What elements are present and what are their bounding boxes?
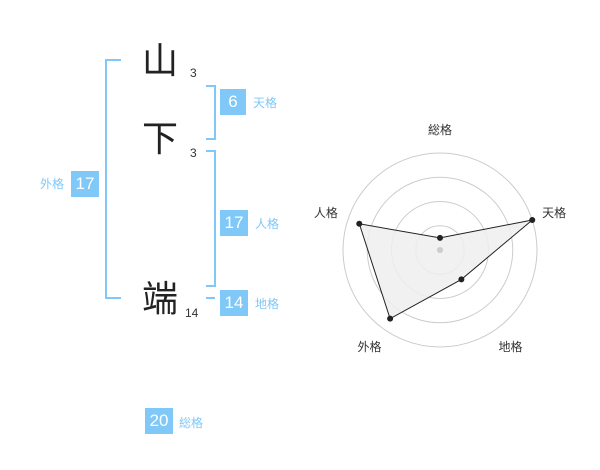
gaikaku-bracket — [105, 59, 121, 299]
radar-point-2 — [529, 217, 536, 224]
tenkaku-label: 天格 — [253, 96, 278, 110]
radar-point-3 — [458, 276, 465, 283]
soukaku-label: 総格 — [179, 416, 204, 430]
jinkaku-value: 17 — [220, 210, 248, 236]
name-char-3-strokes: 14 — [185, 306, 199, 320]
radar-point-4 — [387, 315, 394, 322]
radar-center-point — [437, 247, 443, 253]
radar-axis-label-4: 外格 — [357, 339, 381, 354]
name-char-1-strokes: 3 — [190, 66, 197, 80]
radar-axis-label-1: 総格 — [428, 122, 452, 137]
tenkaku-bracket — [206, 85, 216, 140]
gaikaku-value: 17 — [71, 171, 99, 197]
radar-grid-ring — [366, 176, 514, 324]
name-char-3: 端 — [142, 279, 179, 320]
jinkaku-label: 人格 — [255, 217, 280, 231]
chikaku-label: 地格 — [255, 297, 280, 311]
tenkaku-value: 6 — [220, 89, 246, 115]
radar-point-1 — [437, 234, 443, 241]
jinkaku-bracket — [206, 150, 216, 287]
name-char-2-strokes: 3 — [190, 146, 197, 160]
soukaku-value: 20 — [145, 408, 173, 434]
name-char-2: 下 — [142, 119, 179, 160]
name-char-1: 山 — [142, 41, 179, 82]
radar-axis-label-2: 天格 — [542, 205, 566, 220]
radar-data-polygon — [358, 219, 535, 320]
radar-point-5 — [356, 220, 363, 227]
chikaku-value: 14 — [220, 290, 248, 316]
radar-grid-ring — [342, 152, 538, 348]
radar-axis-label-3: 地格 — [499, 339, 523, 354]
gaikaku-label: 外格 — [40, 177, 65, 191]
radar-axis-label-5: 人格 — [314, 205, 338, 220]
